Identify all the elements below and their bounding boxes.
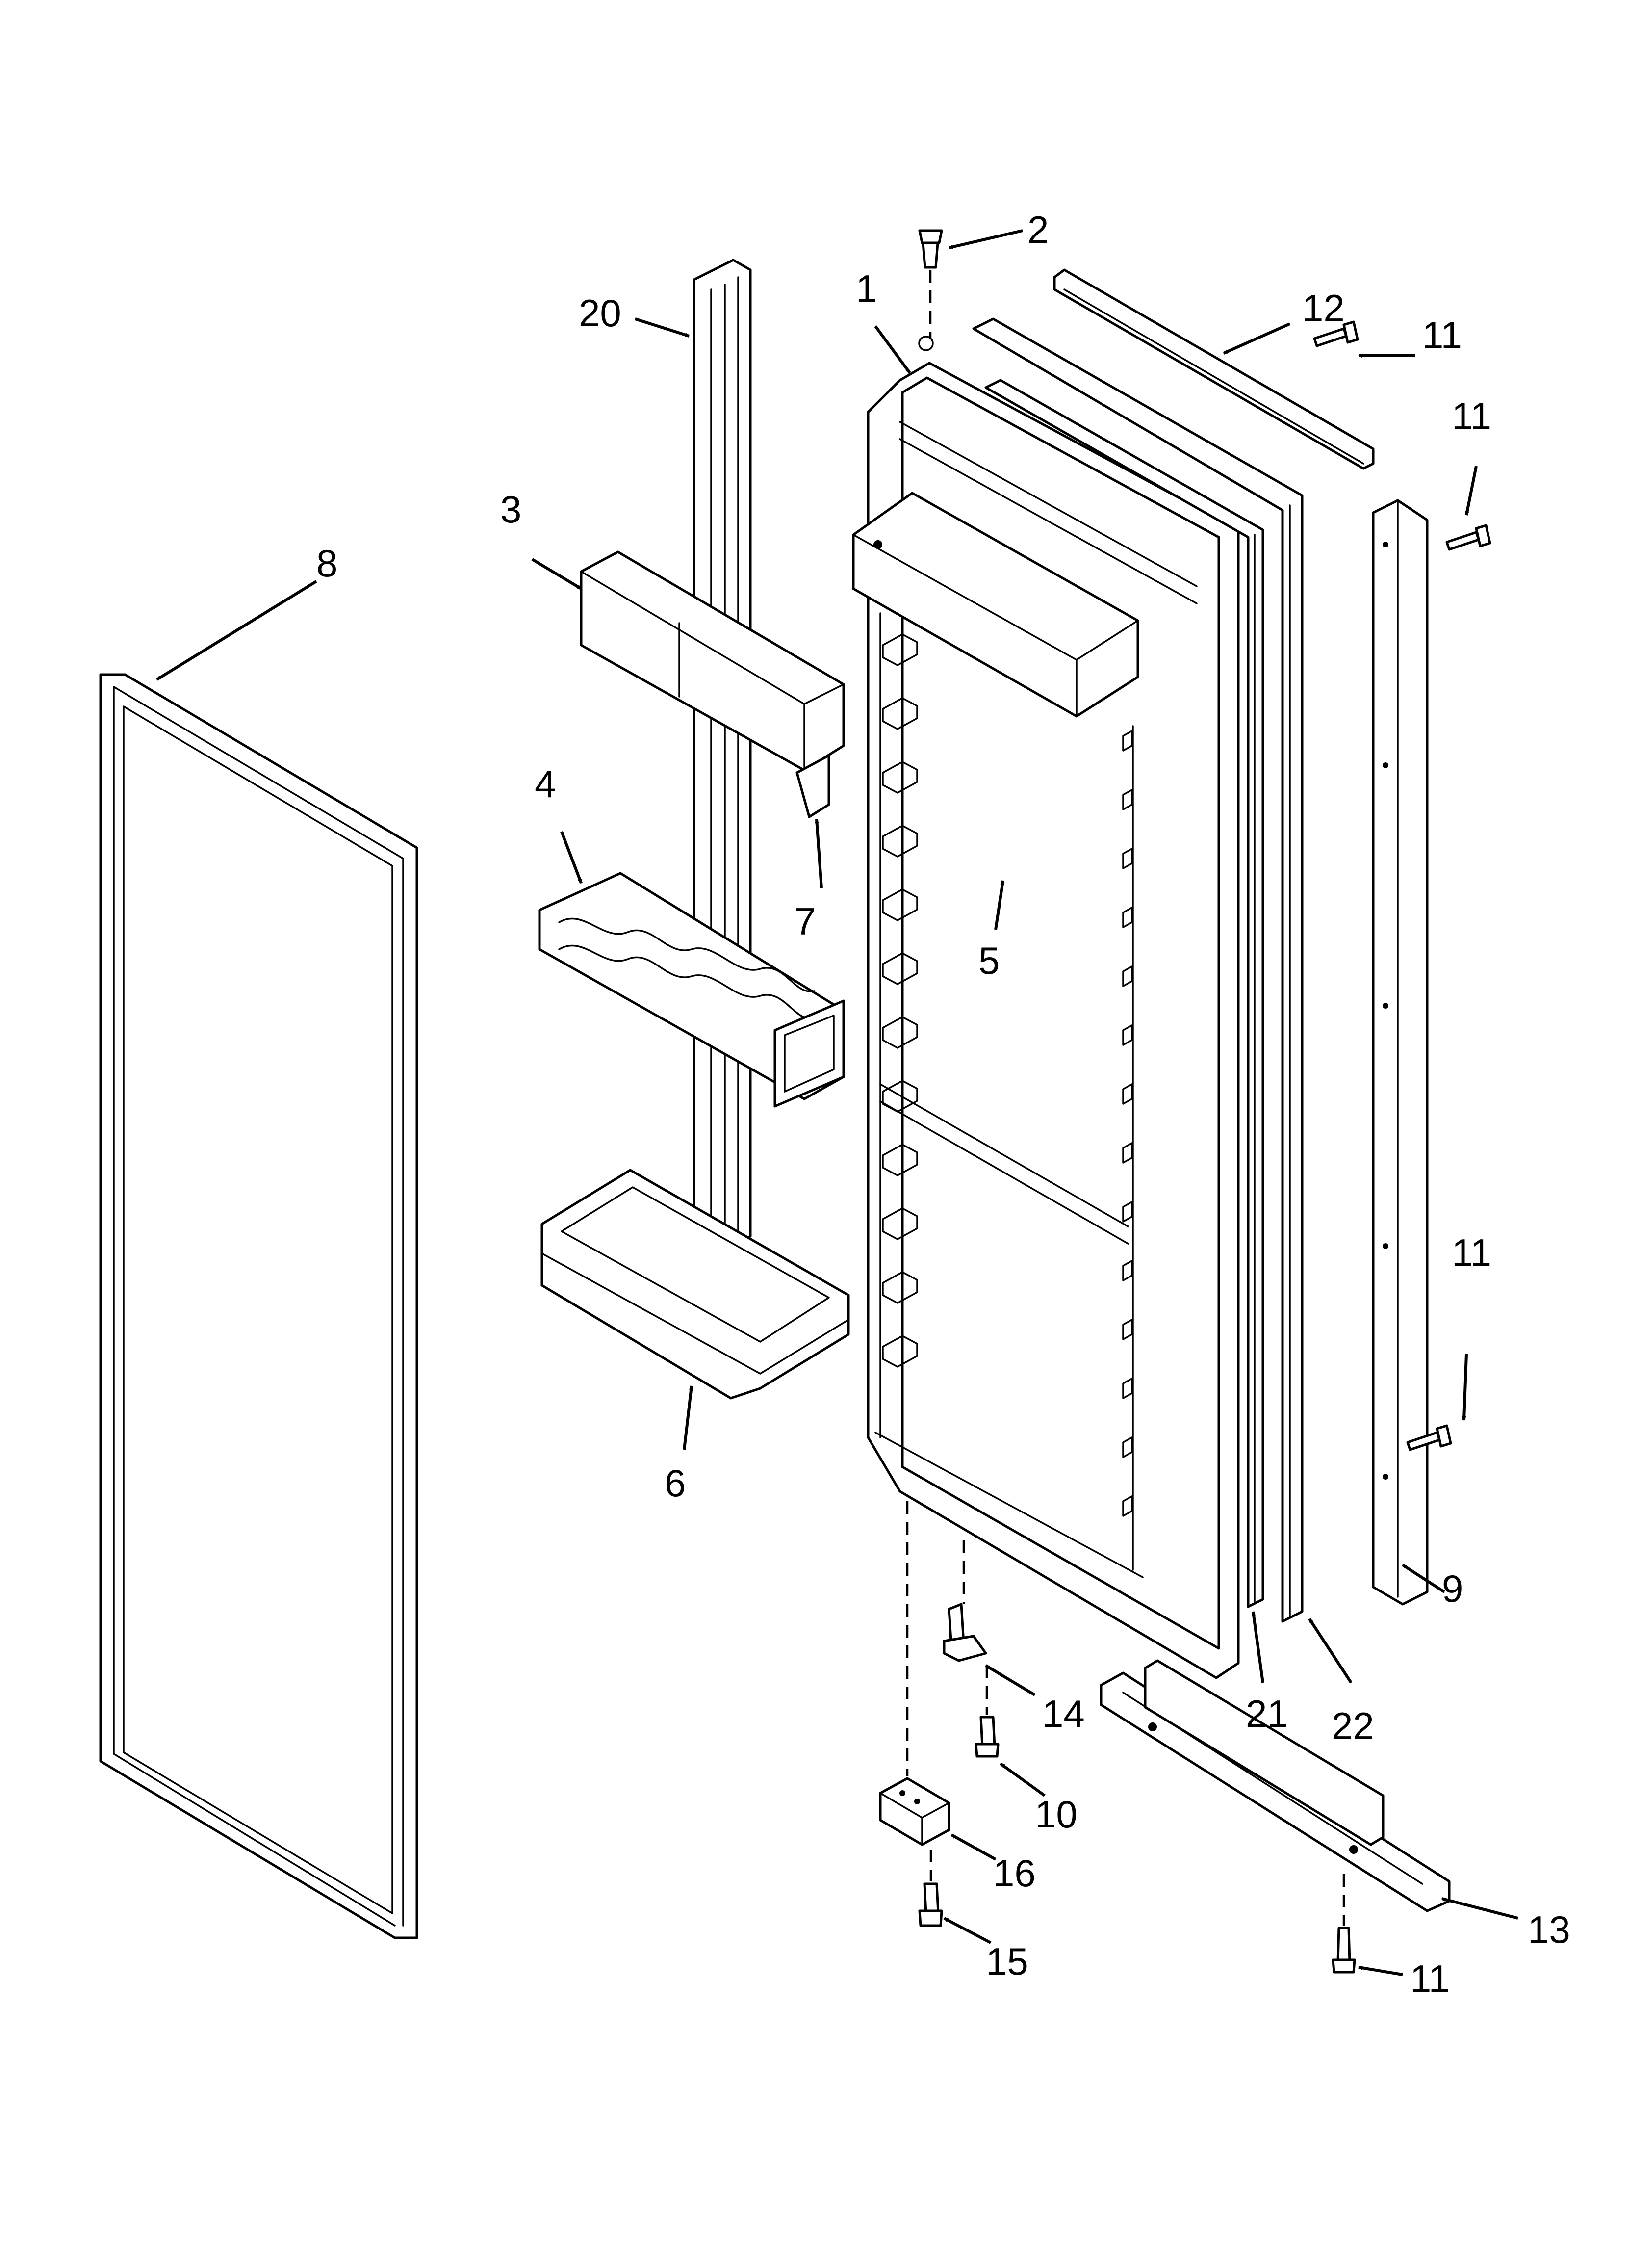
hinge-bracket-part-16 — [879, 1777, 950, 1846]
callout-13: 13 — [1528, 1908, 1570, 1951]
door-trim-strip-part-20 — [693, 259, 752, 1257]
screw-part-11-side-top — [1445, 524, 1491, 551]
callout-6: 6 — [665, 1461, 686, 1505]
bottom-trim-part-13 — [1100, 1659, 1451, 1912]
screw-part-15 — [918, 1882, 943, 1927]
callout-22: 22 — [1332, 1704, 1374, 1747]
door-bin-part-6 — [540, 1169, 850, 1400]
callout-8: 8 — [316, 542, 337, 585]
screw-part-11-top — [1313, 320, 1359, 347]
screw-part-10 — [975, 1716, 1000, 1758]
side-trim-part-9 — [1372, 499, 1429, 1606]
callout-11-top: 11 — [1422, 313, 1462, 357]
screw-part-11-bottom — [1332, 1927, 1356, 1974]
callout-16: 16 — [993, 1851, 1036, 1895]
screw-part-11-side-bottom — [1406, 1424, 1452, 1451]
callout-11-side-top: 11 — [1452, 394, 1491, 438]
egg-rack-part-4 — [538, 872, 845, 1108]
top-trim-part-12 — [1053, 268, 1375, 470]
callout-2: 2 — [1027, 208, 1049, 251]
callout-11-side-bottom: 11 — [1452, 1231, 1491, 1274]
callout-15: 15 — [986, 1940, 1028, 1983]
plug-part-2 — [918, 229, 943, 269]
callout-21: 21 — [1246, 1692, 1288, 1735]
callout-20: 20 — [579, 291, 621, 335]
callout-1: 1 — [856, 267, 877, 310]
door-panel-part-22 — [972, 317, 1304, 1623]
door-gasket-part-8 — [99, 673, 418, 1939]
hinge-pin-part-14 — [943, 1603, 987, 1662]
leader-lines — [156, 229, 1518, 1976]
callout-4: 4 — [535, 762, 556, 806]
door-liner-part-1 — [852, 336, 1240, 1679]
callout-10: 10 — [1035, 1793, 1078, 1836]
callout-11-bottom: 11 — [1410, 1957, 1450, 2000]
callout-labels: 1 2 3 4 5 6 7 8 9 10 11 11 11 11 12 13 1… — [316, 208, 1570, 2000]
callout-9: 9 — [1442, 1567, 1463, 1610]
callout-5: 5 — [978, 939, 1000, 982]
callout-12: 12 — [1302, 287, 1345, 330]
door-panel-part-21 — [984, 379, 1264, 1608]
callout-7: 7 — [795, 900, 816, 943]
callout-14: 14 — [1042, 1692, 1085, 1735]
dairy-door-part-3 — [580, 550, 845, 818]
callout-3: 3 — [500, 488, 521, 531]
